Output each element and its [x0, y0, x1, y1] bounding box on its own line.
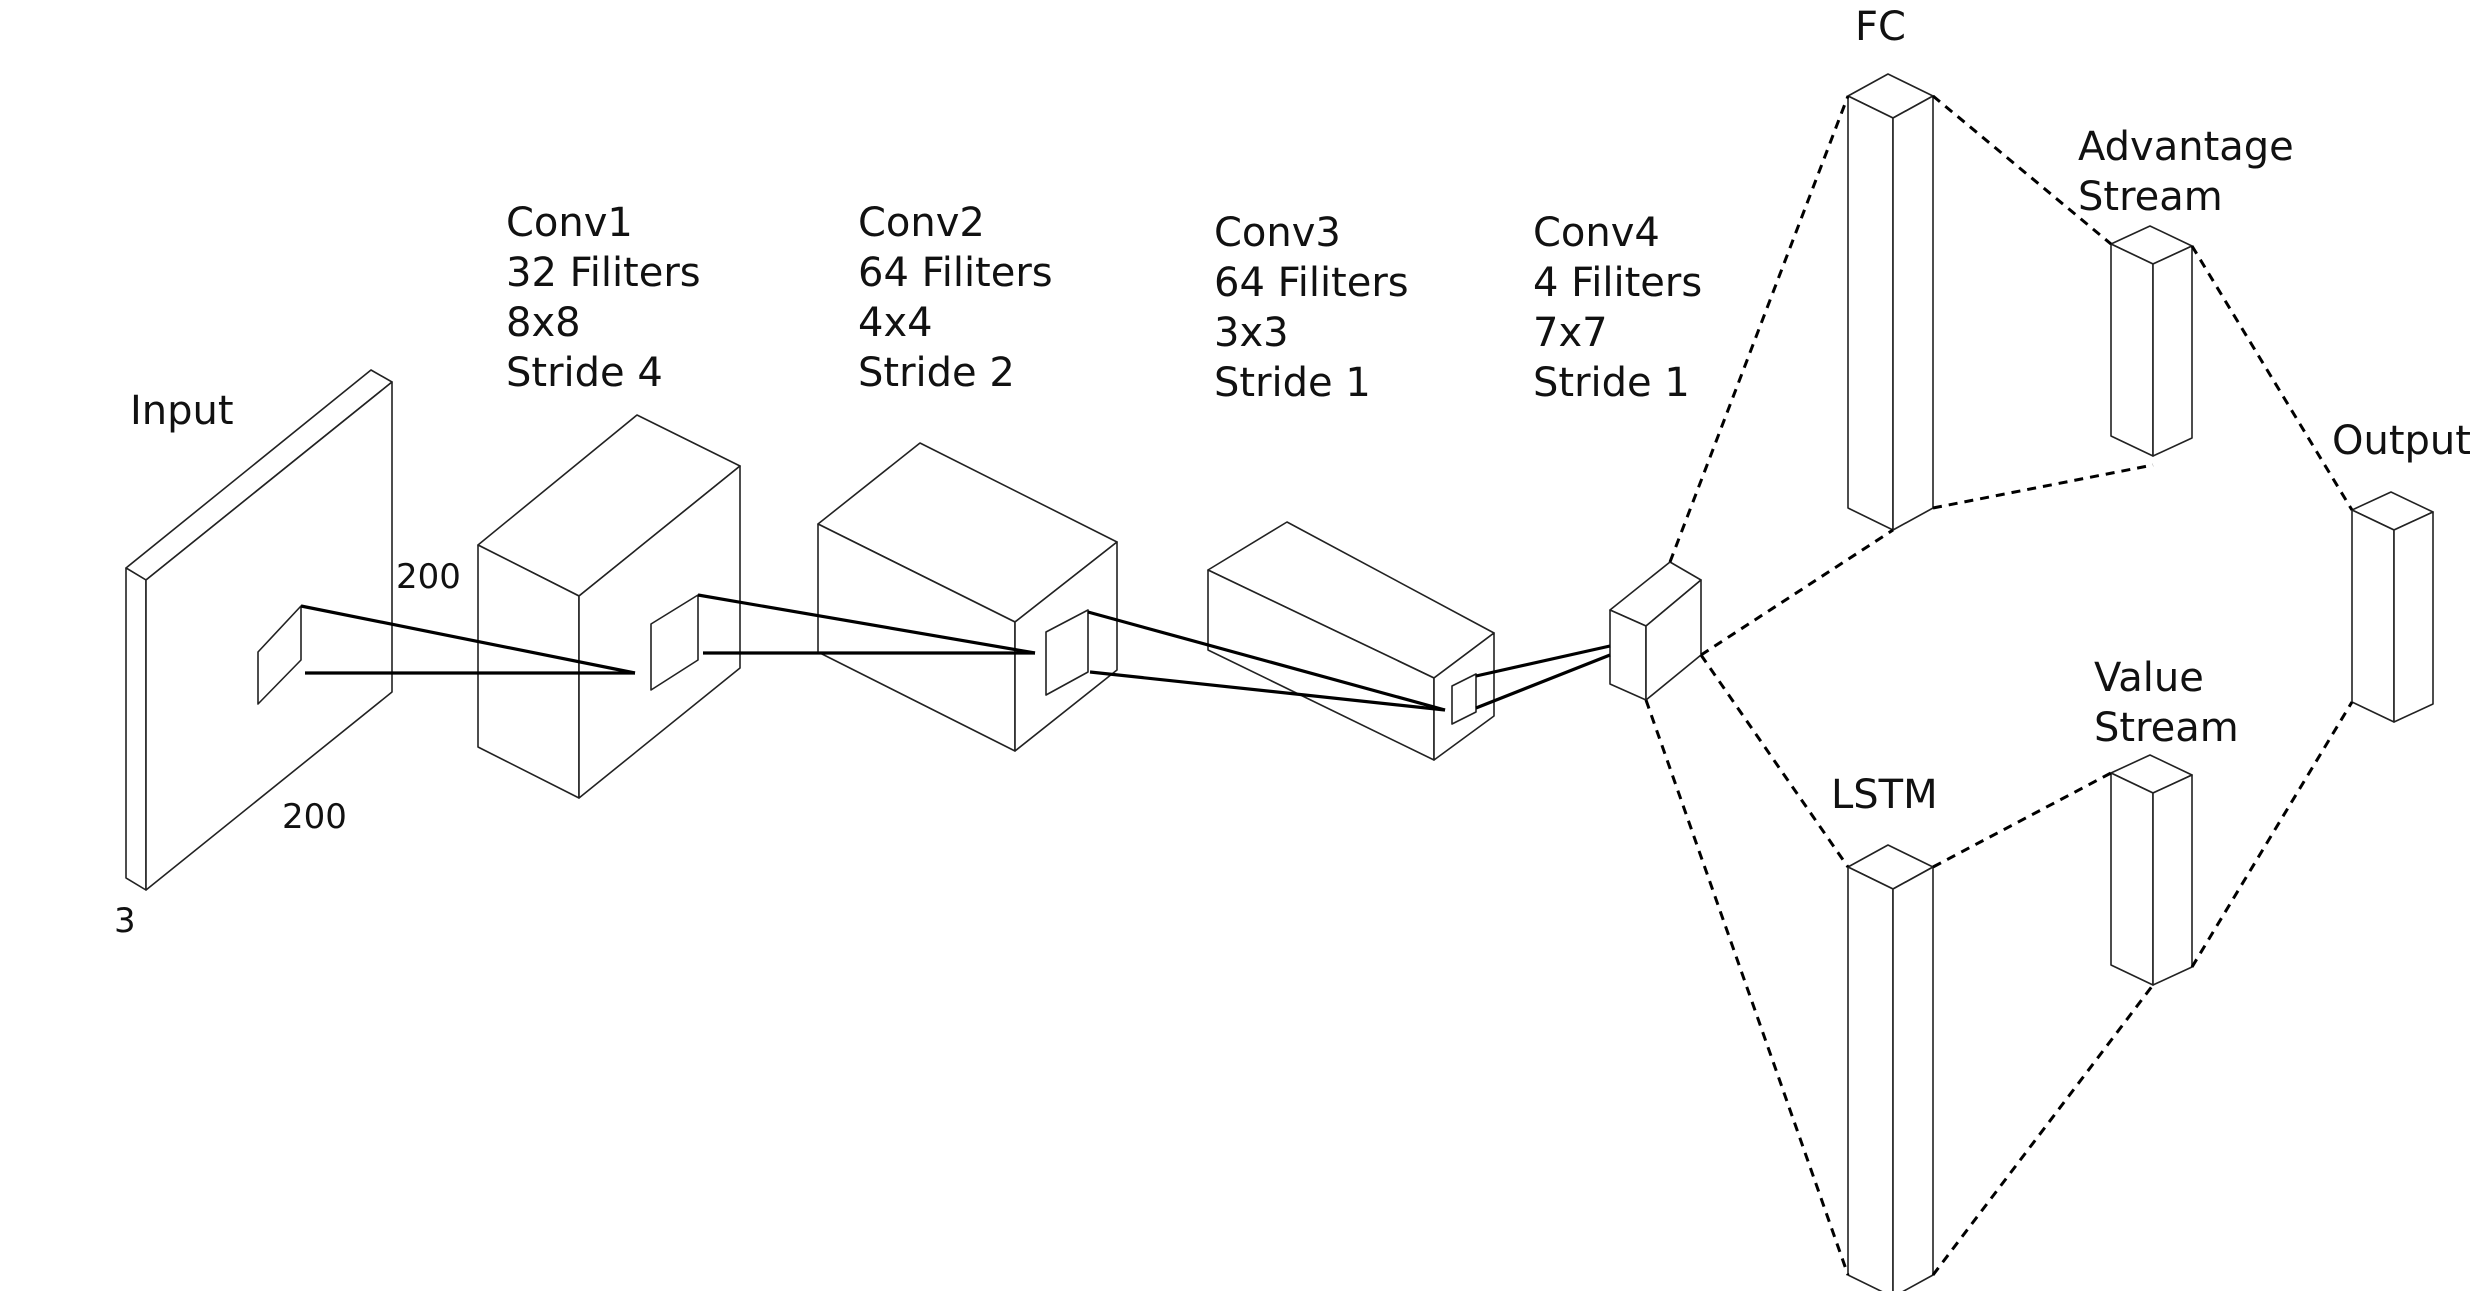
output-label: Output	[2332, 418, 2471, 464]
conv1-filters: 32 Filiters	[506, 250, 701, 296]
fc-layer	[1847, 73, 1934, 531]
conv1-kernel-patch	[650, 594, 699, 691]
conv2-kernel-patch	[1045, 609, 1089, 696]
input-label: Input	[130, 388, 234, 434]
fc-label: FC	[1855, 4, 1906, 50]
conv1-block	[477, 414, 741, 799]
conv1-kernel: 8x8	[506, 300, 581, 346]
conv4-stride: Stride 1	[1533, 360, 1690, 406]
conv4-name: Conv4	[1533, 210, 1660, 256]
advantage-label-line1: Advantage	[2078, 124, 2294, 170]
kernel-projection-lines	[300, 593, 1611, 712]
conv3-kernel-patch	[1451, 673, 1477, 725]
conv2-stride: Stride 2	[858, 350, 1015, 396]
conv3-kernel: 3x3	[1214, 310, 1289, 356]
lstm-label: LSTM	[1831, 772, 1938, 818]
conv3-filters: 64 Filiters	[1214, 260, 1409, 306]
conv1-stride: Stride 4	[506, 350, 663, 396]
input-layer	[125, 369, 393, 891]
output-layer	[2351, 491, 2434, 723]
conv2-block	[817, 442, 1118, 752]
conv4-block	[1609, 561, 1702, 701]
input-height-label: 200	[396, 557, 461, 597]
value-label-line2: Stream	[2094, 705, 2239, 751]
value-label-line1: Value	[2094, 655, 2204, 701]
input-kernel-patch	[257, 605, 302, 705]
advantage-stream-layer	[2110, 225, 2193, 457]
conv3-name: Conv3	[1214, 210, 1341, 256]
input-depth-label: 3	[114, 901, 136, 941]
conv1-name: Conv1	[506, 200, 633, 246]
conv2-filters: 64 Filiters	[858, 250, 1053, 296]
input-width-label: 200	[282, 797, 347, 837]
conv2-name: Conv2	[858, 200, 985, 246]
dashed-connections	[1644, 94, 2354, 1276]
conv3-block	[1207, 521, 1495, 761]
conv2-kernel: 4x4	[858, 300, 933, 346]
conv4-filters: 4 Filiters	[1533, 260, 1702, 306]
value-stream-layer	[2110, 754, 2193, 986]
conv3-stride: Stride 1	[1214, 360, 1371, 406]
advantage-label-line2: Stream	[2078, 174, 2223, 220]
conv4-kernel: 7x7	[1533, 310, 1608, 356]
lstm-layer	[1847, 844, 1934, 1296]
